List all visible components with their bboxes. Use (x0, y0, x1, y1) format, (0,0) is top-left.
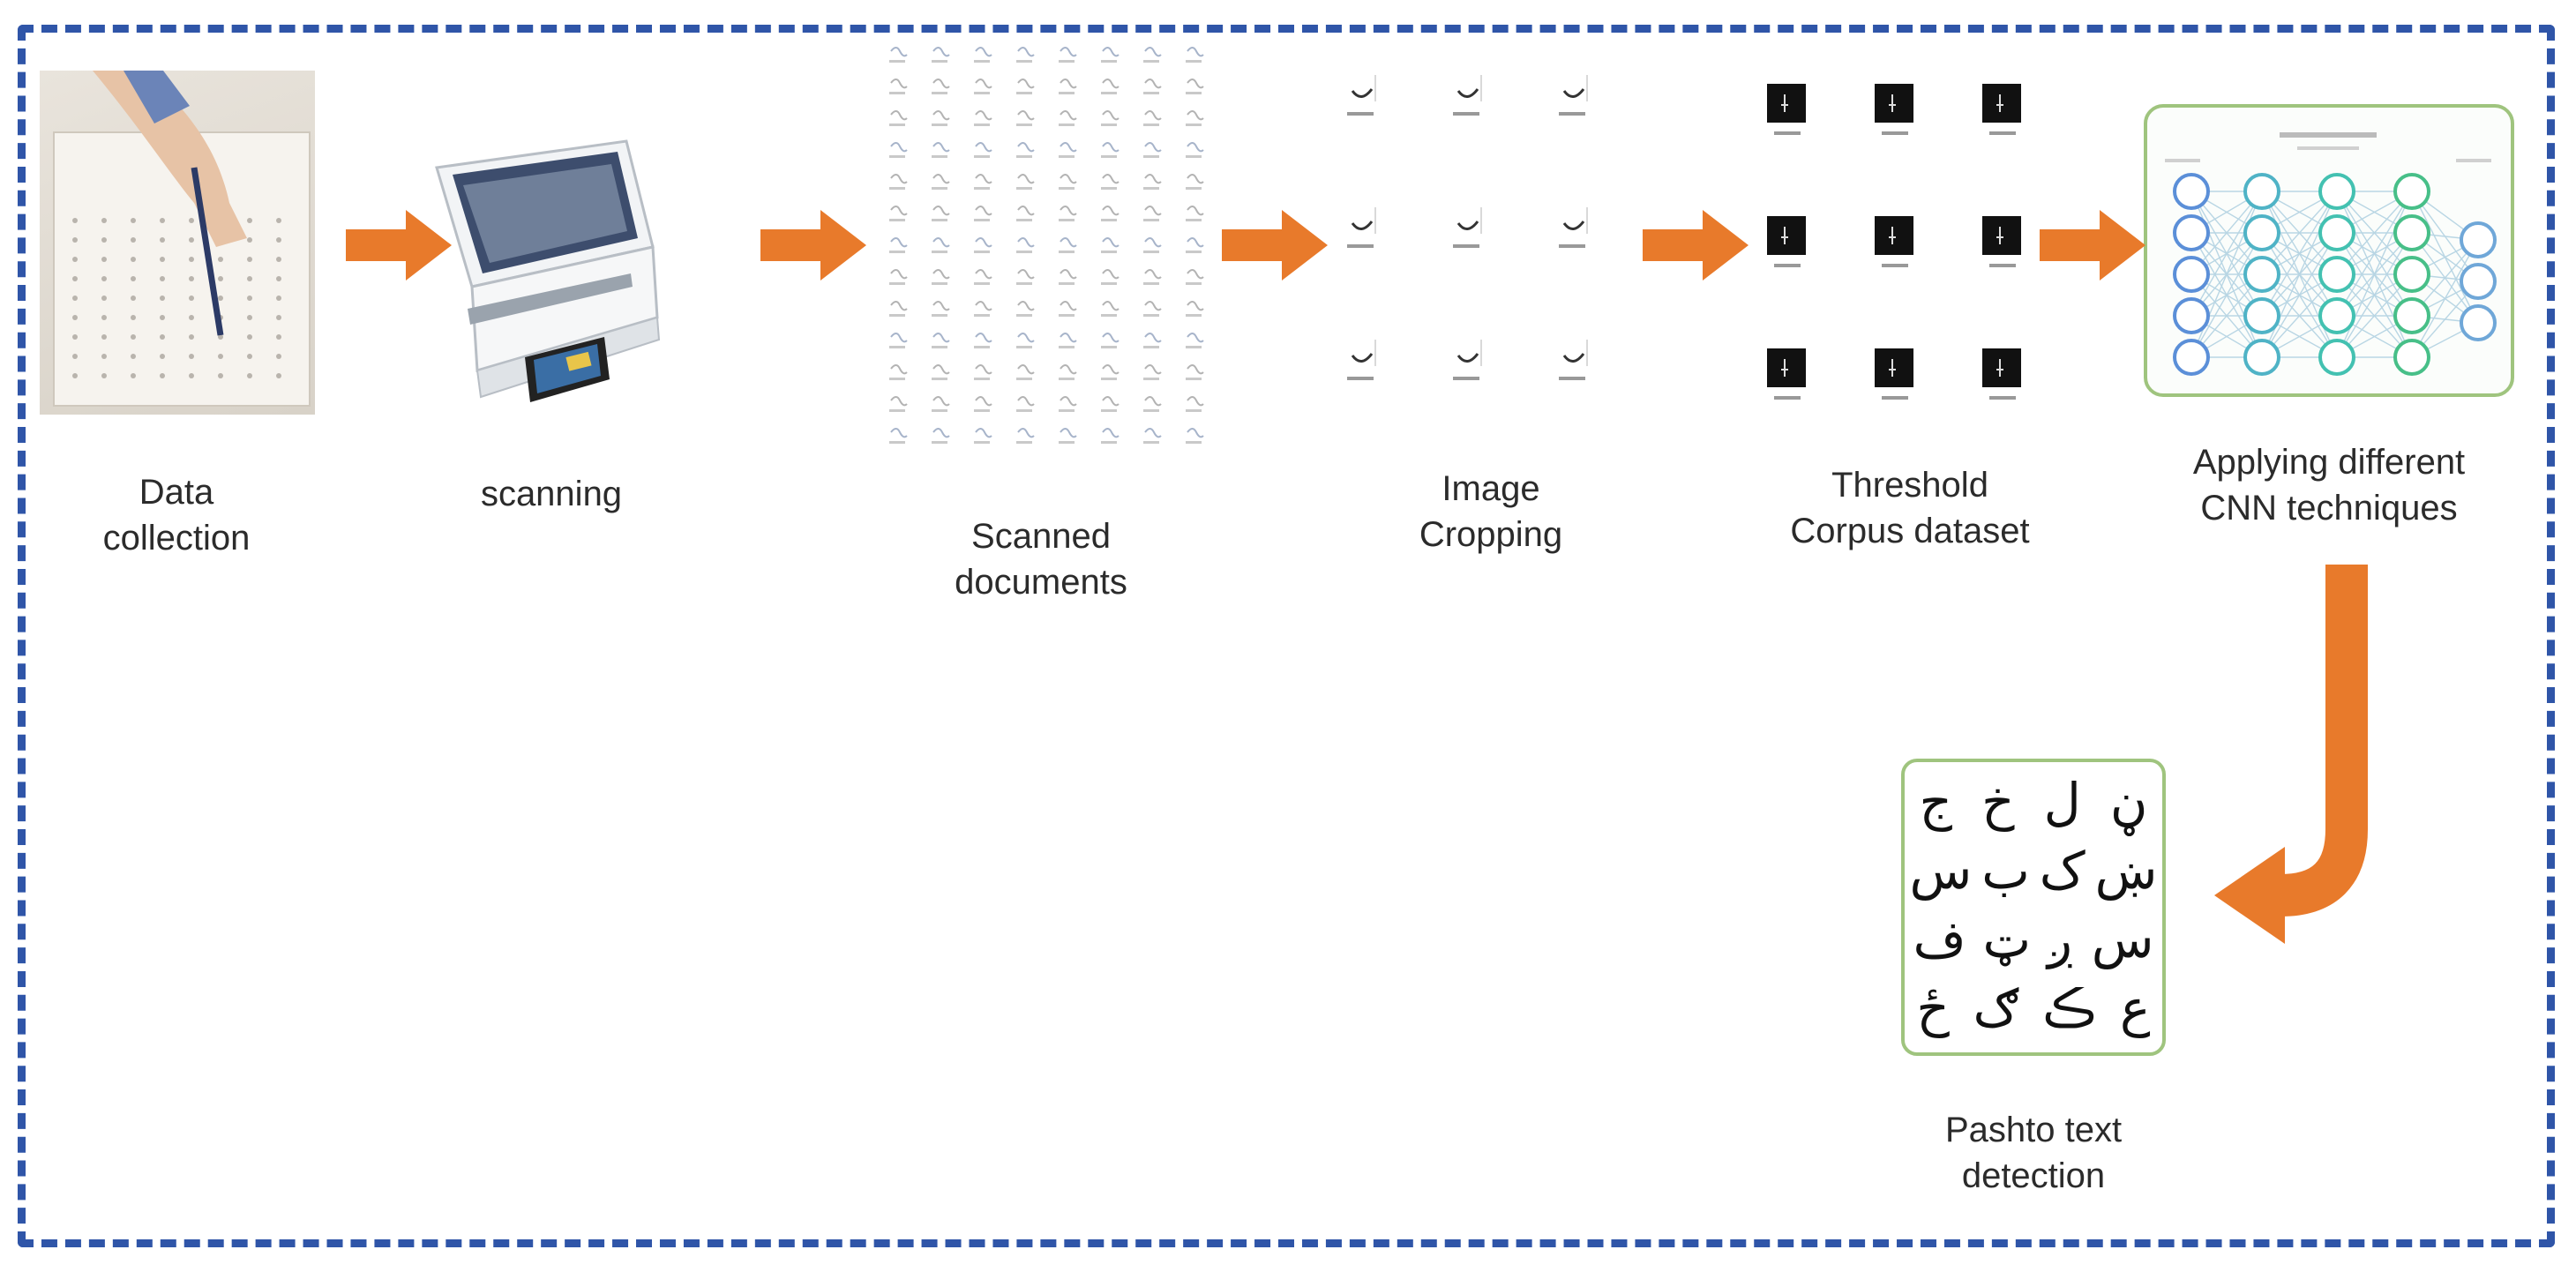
pashto-glyph: س (2091, 909, 2154, 969)
pashto-glyph: خ (1981, 772, 2015, 832)
neural-network-icon (2165, 132, 2497, 376)
label-image-cropping: Image Cropping (1359, 466, 1623, 557)
label-line: Corpus dataset (1790, 512, 2030, 550)
label-line: Threshold (1831, 466, 1988, 505)
flow-arrow-3 (1222, 210, 1328, 281)
label-line: Data (139, 473, 214, 512)
pashto-glyph: ع (2120, 978, 2151, 1038)
flow-arrow-4 (1643, 210, 1749, 281)
pashto-glyph: ڪ (2042, 978, 2097, 1038)
label-scanning: scanning (423, 471, 679, 517)
flow-arrow-5 (2040, 210, 2145, 281)
cropped-images-grid (1323, 62, 1614, 415)
label-line: collection (102, 519, 251, 557)
label-line: Scanned (971, 517, 1111, 556)
pashto-glyph: ب (1981, 841, 2030, 901)
flow-arrow-down-left (2214, 565, 2368, 944)
pashto-glyph: ځ (1916, 978, 1950, 1038)
pashto-glyph: ږ (2048, 909, 2075, 969)
pashto-glyph: ج (1919, 772, 1952, 832)
pashto-glyph: ل (2043, 772, 2081, 832)
label-pashto-detection: Pashto text detection (1897, 1107, 2170, 1199)
pashto-glyph: ګ (1973, 978, 2019, 1038)
label-line: scanning (480, 475, 623, 513)
data-collection-photo (40, 71, 315, 415)
label-line: Pashto text (1944, 1111, 2123, 1149)
scanned-sheet-icon (889, 47, 1204, 444)
label-line: documents (955, 563, 1127, 602)
label-data-collection: Data collection (49, 469, 304, 561)
label-line: Applying different (2192, 443, 2466, 482)
cropped-character-grid-icon (1347, 75, 1588, 380)
pashto-glyph: ف (1913, 909, 1966, 969)
flatbed-scanner-icon (435, 139, 661, 402)
label-line: Image (1442, 469, 1540, 508)
pashto-glyph: ټ (1982, 909, 2032, 969)
pashto-glyph: ڼ (2109, 772, 2148, 832)
label-scanned-documents: Scanned documents (909, 513, 1173, 605)
pashto-glyph: س (1909, 841, 1973, 901)
label-line: Cropping (1419, 515, 1563, 554)
threshold-images-grid (1751, 75, 2042, 428)
label-cnn-techniques: Applying different CNN techniques (2135, 439, 2523, 531)
pipeline-frame (18, 25, 2555, 1247)
label-line: detection (1961, 1156, 2106, 1195)
scanner-image (401, 132, 666, 423)
label-line: CNN techniques (2200, 489, 2458, 528)
flow-arrow-1 (346, 210, 452, 281)
pashto-glyph: ښ (2094, 841, 2158, 901)
label-threshold-corpus: Threshold Corpus dataset (1742, 462, 2078, 554)
scanned-documents-sheet (873, 34, 1226, 475)
cnn-panel (2144, 104, 2514, 397)
flow-arrow-2 (760, 210, 866, 281)
binary-character-grid-icon (1767, 84, 2021, 400)
pashto-glyph: ک (2039, 841, 2086, 901)
handwriting-photo-icon (53, 71, 311, 407)
